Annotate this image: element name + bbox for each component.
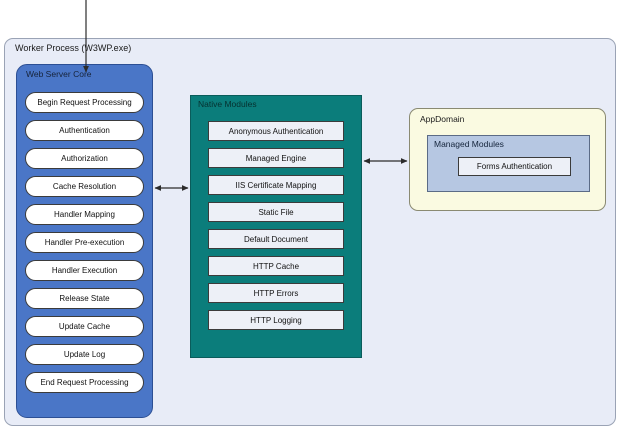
module-http-cache[interactable]: HTTP Cache [208,256,344,276]
stage-begin-request-processing[interactable]: Begin Request Processing [25,92,144,113]
module-iis-certificate-mapping[interactable]: IIS Certificate Mapping [208,175,344,195]
app-domain-container: AppDomain Managed Modules Forms Authenti… [409,108,606,211]
stage-end-request-processing[interactable]: End Request Processing [25,372,144,393]
web-server-core-label: Web Server Core [26,69,92,79]
stage-handler-pre-execution[interactable]: Handler Pre-execution [25,232,144,253]
app-domain-label: AppDomain [420,114,465,124]
module-default-document[interactable]: Default Document [208,229,344,249]
stage-cache-resolution[interactable]: Cache Resolution [25,176,144,197]
stage-handler-execution[interactable]: Handler Execution [25,260,144,281]
stage-authorization[interactable]: Authorization [25,148,144,169]
web-server-core-container: Web Server Core Begin Request Processing… [16,64,153,418]
module-http-logging[interactable]: HTTP Logging [208,310,344,330]
module-anonymous-authentication[interactable]: Anonymous Authentication [208,121,344,141]
stage-authentication[interactable]: Authentication [25,120,144,141]
web-server-core-stage-list: Begin Request Processing Authentication … [25,92,144,400]
worker-process-label: Worker Process (W3WP.exe) [15,43,132,53]
native-modules-list: Anonymous Authentication Managed Engine … [208,121,344,337]
module-forms-authentication[interactable]: Forms Authentication [458,157,571,176]
managed-modules-container: Managed Modules Forms Authentication [427,135,590,192]
native-modules-container: Native Modules Anonymous Authentication … [190,95,362,358]
module-http-errors[interactable]: HTTP Errors [208,283,344,303]
module-managed-engine[interactable]: Managed Engine [208,148,344,168]
managed-modules-label: Managed Modules [434,139,504,149]
native-modules-label: Native Modules [198,99,257,109]
stage-update-log[interactable]: Update Log [25,344,144,365]
stage-update-cache[interactable]: Update Cache [25,316,144,337]
stage-handler-mapping[interactable]: Handler Mapping [25,204,144,225]
stage-release-state[interactable]: Release State [25,288,144,309]
module-static-file[interactable]: Static File [208,202,344,222]
